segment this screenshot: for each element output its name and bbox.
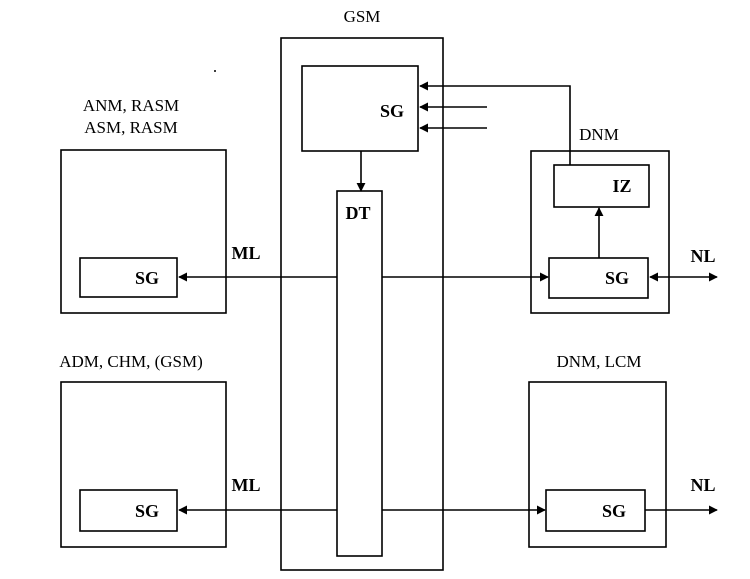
top-left-title-line1: ANM, RASM	[83, 96, 179, 115]
iz-label: IZ	[612, 176, 631, 196]
gsm-module-box	[280, 37, 444, 571]
bottom-right-sg-box	[545, 489, 646, 532]
dt-label: DT	[345, 203, 370, 223]
gsm-sg-label: SG	[380, 101, 404, 121]
top-left-module-box	[60, 149, 227, 314]
bottom-right-title: DNM, LCM	[556, 352, 641, 371]
top-right-sg-label: SG	[605, 268, 629, 288]
iz-to-gsm-sg-arrow	[419, 81, 571, 165]
speck-dot	[214, 70, 216, 72]
nl-top-label: NL	[690, 246, 715, 266]
gsm-sg-box	[301, 65, 419, 152]
bottom-right-module-box	[528, 381, 667, 548]
bottom-left-module-box	[60, 381, 227, 548]
bottom-left-title: ADM, CHM, (GSM)	[59, 352, 203, 371]
top-right-sg-box	[548, 257, 649, 299]
bottom-left-sg-label: SG	[135, 501, 159, 521]
top-left-title-line2: ASM, RASM	[84, 118, 178, 137]
ml-top-label: ML	[232, 243, 261, 263]
iz-box	[553, 164, 650, 208]
top-left-sg-label: SG	[135, 268, 159, 288]
gsm-title: GSM	[344, 7, 381, 26]
top-left-sg-box	[79, 257, 178, 298]
top-right-module-box	[530, 150, 670, 314]
top-right-title: DNM	[579, 125, 619, 144]
bottom-right-sg-label: SG	[602, 501, 626, 521]
ml-bottom-label: ML	[232, 475, 261, 495]
nl-bottom-label: NL	[690, 475, 715, 495]
bottom-left-sg-box	[79, 489, 178, 532]
dt-box	[336, 190, 383, 557]
